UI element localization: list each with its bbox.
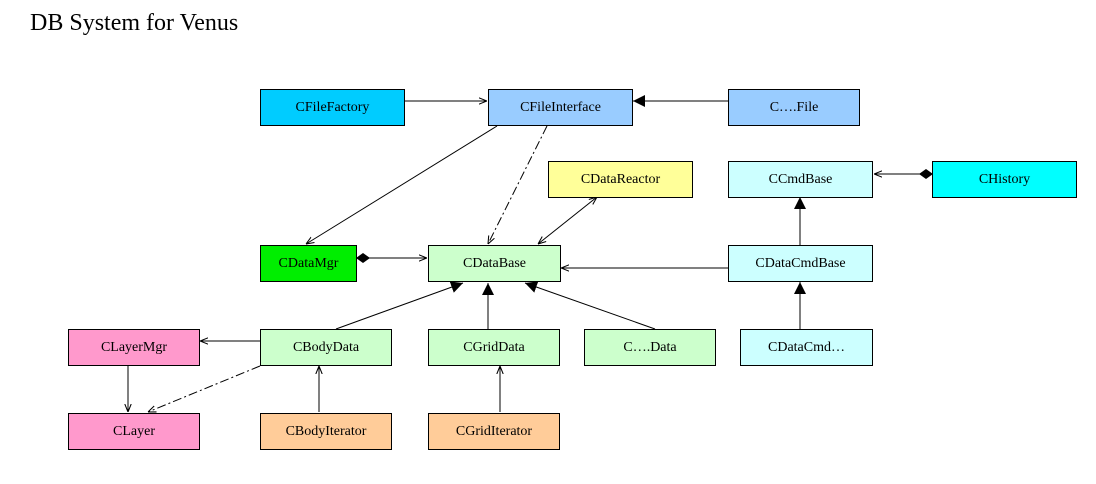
class-label: CDataCmdBase <box>755 255 846 271</box>
class-cfile[interactable]: C….File <box>728 89 860 126</box>
class-cdatareactor[interactable]: CDataReactor <box>548 161 693 198</box>
class-label: CFileInterface <box>520 99 601 115</box>
class-cbodyiterator[interactable]: CBodyIterator <box>260 413 392 450</box>
page-title: DB System for Venus <box>30 10 239 36</box>
class-label: CBodyData <box>292 339 360 355</box>
class-label: CDataBase <box>463 255 526 271</box>
class-cgriditerator[interactable]: CGridIterator <box>428 413 560 450</box>
class-clayer[interactable]: CLayer <box>68 413 200 450</box>
class-label: CDataCmd… <box>768 339 845 355</box>
class-chistory[interactable]: CHistory <box>932 161 1077 198</box>
class-label: CCmdBase <box>768 171 833 187</box>
class-label: C….Data <box>623 339 677 355</box>
class-cdatamgr[interactable]: CDataMgr <box>260 245 357 282</box>
class-label: CBodyIterator <box>285 423 367 439</box>
edge-cbodydata-cdatabase <box>335 281 464 330</box>
class-cdata[interactable]: C….Data <box>584 329 716 366</box>
class-cdatacmdbase[interactable]: CDataCmdBase <box>728 245 873 282</box>
class-label: CGridIterator <box>455 423 533 439</box>
class-cfileinterface[interactable]: CFileInterface <box>488 89 633 126</box>
class-cfilefactory[interactable]: CFileFactory <box>260 89 405 126</box>
class-label: CHistory <box>978 171 1031 187</box>
edge-cfileinterface-cdatabase <box>488 125 548 244</box>
class-label: CLayer <box>113 423 155 439</box>
class-cgriddata[interactable]: CGridData <box>428 329 560 366</box>
edge-cfileinterface-cdatamgr <box>306 125 498 244</box>
edge-cdatareactor-cdatabase <box>538 197 597 244</box>
edge-cdata-cdatabase <box>524 281 656 330</box>
class-cdatabase[interactable]: CDataBase <box>428 245 561 282</box>
class-cdatacmd[interactable]: CDataCmd… <box>740 329 873 366</box>
class-label: CDataMgr <box>278 255 339 271</box>
class-label: C….File <box>769 99 819 115</box>
class-label: CLayerMgr <box>100 339 168 355</box>
class-label: CFileFactory <box>295 99 370 115</box>
class-label: CGridData <box>463 339 525 355</box>
class-cbodydata[interactable]: CBodyData <box>260 329 392 366</box>
class-ccmdbase[interactable]: CCmdBase <box>728 161 873 198</box>
class-clayermgr[interactable]: CLayerMgr <box>68 329 200 366</box>
edge-cbodydata-clayer <box>148 365 261 412</box>
class-label: CDataReactor <box>580 171 661 187</box>
